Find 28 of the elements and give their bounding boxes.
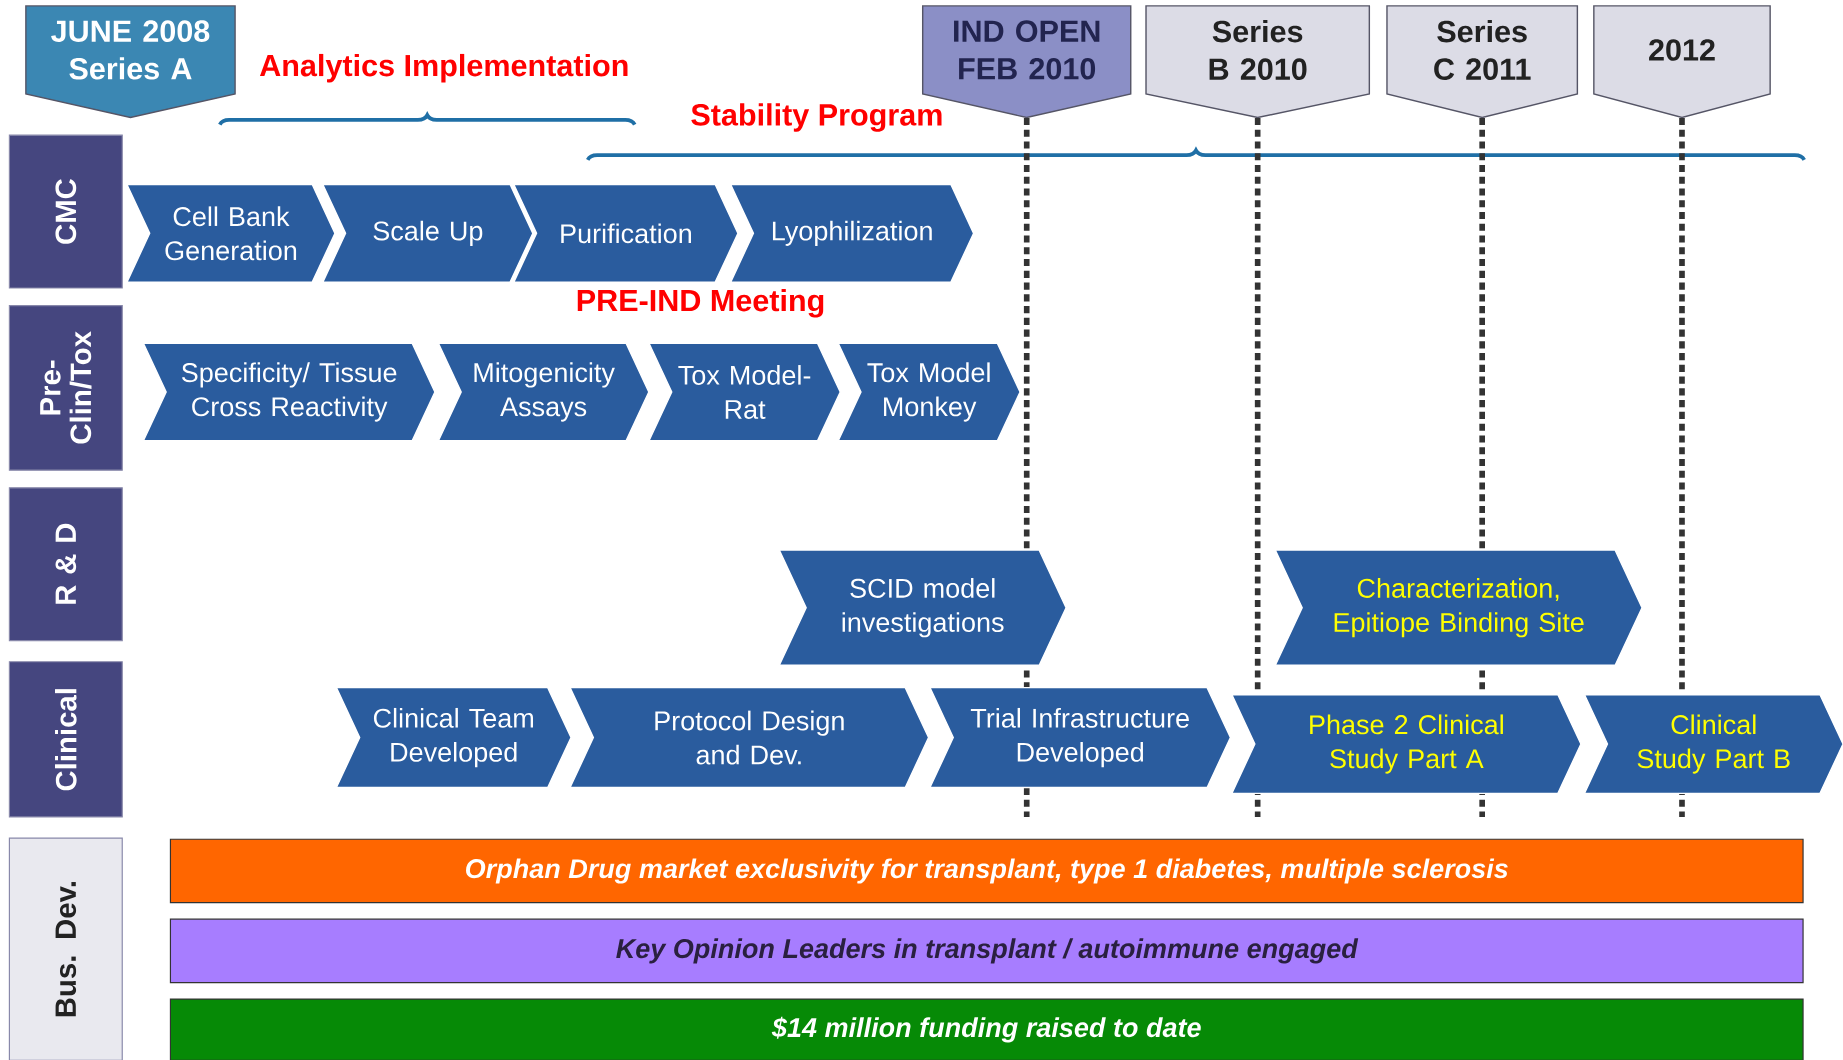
milestone-flag: Series B 2010	[1145, 5, 1371, 119]
row-header: Bus. Dev.	[8, 837, 123, 1060]
process-step: Scale Up	[321, 183, 534, 283]
process-step: SCID model investigations	[778, 549, 1067, 666]
banner-bar: Orphan Drug market exclusivity for transplant, type 1 diabetes, multiple sclerosis	[169, 838, 1804, 904]
process-step: Purification	[512, 183, 739, 283]
milestone-flag: 2012	[1593, 5, 1771, 119]
process-step: Cell Bank Generation	[125, 183, 336, 283]
banner-bar: Key Opinion Leaders in transplant / autoimmune engaged	[169, 918, 1804, 984]
note-text: PRE-IND Meeting	[577, 288, 824, 318]
process-step: Trial Infrastructure Developed	[928, 686, 1232, 789]
process-step: Clinical Team Developed	[335, 686, 572, 789]
process-step: Characterization, Epitiope Binding Site	[1274, 549, 1643, 666]
banner-bar: $14 million funding raised to date	[169, 998, 1804, 1060]
milestone-flag: JUNE 2008 Series A	[25, 5, 236, 119]
process-step: Mitogenicity Assays	[437, 342, 650, 442]
process-step: Lyophilization	[729, 183, 975, 283]
row-header: CMC	[8, 134, 123, 289]
process-step: Phase 2 Clinical Study Part A	[1230, 693, 1582, 794]
process-step: Tox Model- Rat	[647, 342, 841, 442]
row-header: Pre- Clin/Tox	[8, 304, 123, 471]
milestone-flag: Series C 2011	[1386, 5, 1579, 119]
process-step: Clinical Study Part B	[1583, 693, 1843, 794]
row-header: Clinical	[8, 661, 123, 818]
process-step: Tox Model Monkey	[837, 342, 1021, 442]
process-step: Protocol Design and Dev.	[568, 686, 930, 789]
row-header: R & D	[8, 487, 123, 642]
process-step: Specificity/ Tissue Cross Reactivity	[142, 342, 436, 442]
